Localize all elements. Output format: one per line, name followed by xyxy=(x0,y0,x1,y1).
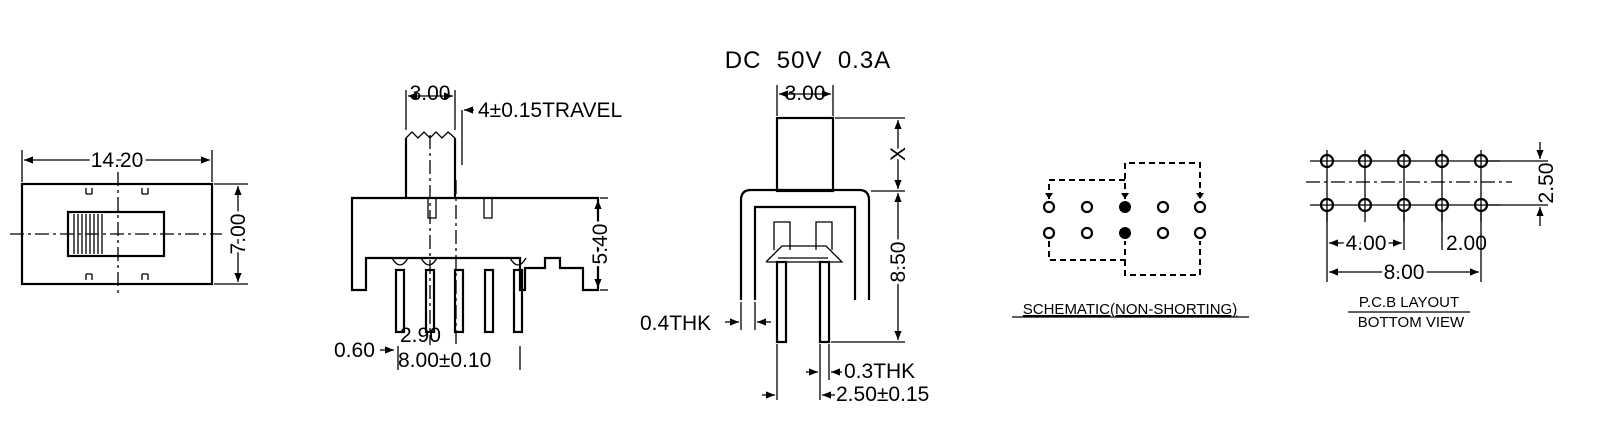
pcb-row-pitch: 2.50 xyxy=(1535,163,1558,204)
end-actuator xyxy=(775,116,835,193)
pcb-holes xyxy=(1319,150,1489,222)
pcb-caption-line2: BOTTOM VIEW xyxy=(1358,314,1465,331)
end-body-height: 8.50 xyxy=(887,242,910,283)
schematic-link-bottom-left xyxy=(1048,241,1126,261)
side-overall-pitch: 8.00±0.10 xyxy=(398,349,491,372)
side-travel: 4±0.15TRAVEL xyxy=(478,99,622,122)
end-frame xyxy=(739,188,871,300)
schematic-terminals xyxy=(1042,200,1207,240)
end-pin-left xyxy=(775,260,788,344)
slider-ridges xyxy=(73,214,103,254)
top-view: 14.20 7.00 xyxy=(10,146,253,296)
side-pin-pitch: 2.90 xyxy=(400,324,441,347)
schematic-link-bottom-right xyxy=(1124,241,1201,276)
schematic-link-top xyxy=(1124,162,1201,199)
side-body xyxy=(350,196,600,292)
pcb-overall: 8.00 xyxy=(1384,261,1425,284)
side-pins xyxy=(391,257,527,334)
top-height-dim: 7.00 xyxy=(227,214,250,255)
side-view: 3.00 4±0.15TRAVEL 5.40 0.60 2.90 8.00±0.… xyxy=(334,82,622,372)
side-actuator xyxy=(404,138,457,198)
pcb-caption-line1: P.C.B LAYOUT xyxy=(1359,294,1459,311)
rating-title: DC 50V 0.3A xyxy=(725,47,891,74)
side-actuator-width: 3.00 xyxy=(410,82,451,105)
end-actuator-width: 3.00 xyxy=(785,82,826,105)
end-pin-right xyxy=(818,260,831,344)
schematic-caption: SCHEMATIC(NON-SHORTING) xyxy=(1023,301,1237,318)
top-width-dim: 14.20 xyxy=(91,149,144,172)
end-pin-thk: 0.3THK xyxy=(844,360,915,383)
pcb-layout: 2.50 4.00 2.00 8.00 P.C.B LAYOUT BOTTOM … xyxy=(1306,142,1558,331)
pcb-col-pitch-b: 2.00 xyxy=(1446,232,1487,255)
end-actuator-height: X xyxy=(887,147,910,161)
schematic-link-top-left xyxy=(1048,179,1125,199)
pcb-col-pitch-a: 4.00 xyxy=(1346,232,1387,255)
top-view-slider xyxy=(66,210,166,258)
side-body-height: 5.40 xyxy=(589,224,612,265)
end-view: DC 50V 0.3A 3.00 X 8.50 0.4THK 0.3THK xyxy=(640,47,929,406)
end-pin-spacing: 2.50±0.15 xyxy=(836,383,929,406)
end-frame-thk: 0.4THK xyxy=(640,312,711,335)
side-pin-width: 0.60 xyxy=(334,339,375,362)
schematic: SCHEMATIC(NON-SHORTING) xyxy=(1012,162,1249,318)
